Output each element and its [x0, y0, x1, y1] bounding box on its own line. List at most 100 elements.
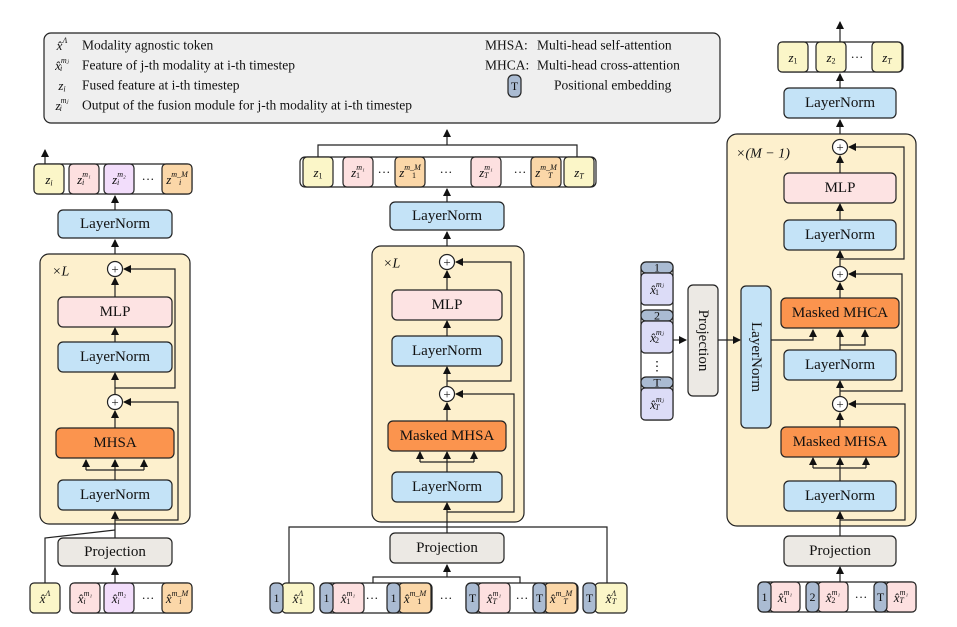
token-rect	[342, 156, 374, 188]
panel-a-layernorm-1: LayerNorm	[57, 479, 173, 511]
token-label: zT	[573, 165, 584, 180]
panel-b-output-0: z1	[302, 156, 334, 188]
token-rect	[33, 163, 65, 195]
panel-c-masked-mhsa-label: Masked MHSA	[793, 434, 888, 450]
positional-embedding-rect	[757, 581, 772, 613]
panel-b-input-ellipsis-mid: ···	[440, 591, 453, 606]
add-circle-icon	[438, 385, 456, 403]
positional-embedding-label: T	[469, 591, 477, 605]
positional-embedding-label: T	[653, 376, 661, 390]
positional-embedding-label: T	[586, 591, 594, 605]
panel-b-input-ellipsis-2: ···	[516, 591, 529, 606]
panel-a-output-0: zi	[33, 163, 65, 195]
panel-a-final-layernorm-rect	[57, 209, 173, 239]
panel-c-final-layernorm: LayerNorm	[783, 87, 897, 119]
legend-text-r2: Positional embedding	[554, 78, 672, 93]
panel-b-pos-embed-2: 1	[386, 582, 401, 614]
positional-embedding-label: 2	[810, 590, 816, 604]
panel-c-side-projection: Projection	[687, 284, 719, 397]
panel-a-projection-rect	[57, 537, 173, 567]
panel-c-residual-2	[840, 270, 903, 392]
panel-a-mhsa-rect	[55, 427, 175, 459]
token-rect	[563, 156, 595, 188]
token-rect	[640, 272, 674, 306]
positional-embedding-label: T	[511, 79, 519, 93]
panel-a-projection-label: Projection	[84, 544, 146, 560]
panel-b-output-5: zT	[563, 156, 595, 188]
add-circle-icon	[831, 265, 849, 283]
panel-a-output-ellipsis: ···	[142, 172, 155, 187]
panel-c-side-layernorm-label: LayerNorm	[748, 322, 764, 392]
add-symbol: +	[836, 397, 843, 412]
panel-b-projection-label: Projection	[416, 540, 478, 556]
panel-c-layernorm-3-rect	[783, 219, 897, 251]
panel-c-projection-label: Projection	[809, 543, 871, 559]
legend-abbr-0: MHSA:	[485, 38, 528, 53]
panel-a-residual-1	[115, 398, 179, 521]
token-rect	[29, 582, 61, 614]
panel-b-add-2: +	[438, 253, 456, 271]
panel-a-mlp: MLP	[57, 296, 173, 328]
panel-c-residual-3	[840, 143, 905, 260]
panel-b-layernorm-2: LayerNorm	[391, 335, 503, 367]
panel-b-final-layernorm: LayerNorm	[389, 201, 505, 231]
token-rect	[161, 582, 193, 614]
panel-c-output-2: zT	[871, 41, 903, 73]
panel-c-output-1: z2	[815, 41, 847, 73]
positional-embedding-label: 1	[274, 591, 280, 605]
add-symbol: +	[836, 140, 843, 155]
positional-embedding-rect	[532, 582, 547, 614]
panel-c-side-layernorm: LayerNorm	[740, 285, 772, 429]
add-circle-icon	[106, 260, 124, 278]
panel-c-final-layernorm-label: LayerNorm	[805, 95, 875, 111]
legend-text-3: Output of the fusion module for j-th mod…	[82, 98, 412, 113]
panel-b-add-1: +	[438, 385, 456, 403]
panel-b-pos-embed-0: 1	[269, 582, 284, 614]
panel-b-ellipsis-1: ···	[378, 165, 391, 180]
token-rect	[103, 582, 135, 614]
panel-c-layernorm-2: LayerNorm	[783, 349, 897, 381]
panel-b-input-ellipsis-1: ···	[366, 591, 379, 606]
add-circle-icon	[831, 138, 849, 156]
panel-a-projection: Projection	[57, 537, 173, 567]
add-symbol: +	[836, 267, 843, 282]
positional-embedding-rect	[873, 581, 888, 613]
panel-b-mlp-label: MLP	[432, 297, 463, 313]
panel-a-mhsa: MHSA	[55, 427, 175, 459]
legend-panel	[43, 32, 721, 124]
token-rect	[394, 156, 426, 188]
panel-a-add-1: +	[106, 393, 124, 411]
panel-a-final-layernorm: LayerNorm	[57, 209, 173, 239]
panel-a-layernorm-2: LayerNorm	[57, 341, 173, 373]
panel-b-residual-1	[447, 390, 515, 513]
panel-b-final-layernorm-rect	[389, 201, 505, 231]
token-rect	[871, 41, 903, 73]
legend-pos-embed-icon: T	[507, 74, 522, 98]
add-circle-icon	[438, 253, 456, 271]
panel-b-pos-embed-4: T	[532, 582, 547, 614]
panel-c-side-projection-label: Projection	[695, 310, 711, 372]
connector-line	[372, 576, 521, 583]
panel-c-output-ellipsis: ···	[851, 50, 864, 65]
panel-b-projection: Projection	[389, 532, 505, 564]
panel-a-layernorm-2-label: LayerNorm	[80, 349, 150, 365]
add-circle-icon	[106, 393, 124, 411]
